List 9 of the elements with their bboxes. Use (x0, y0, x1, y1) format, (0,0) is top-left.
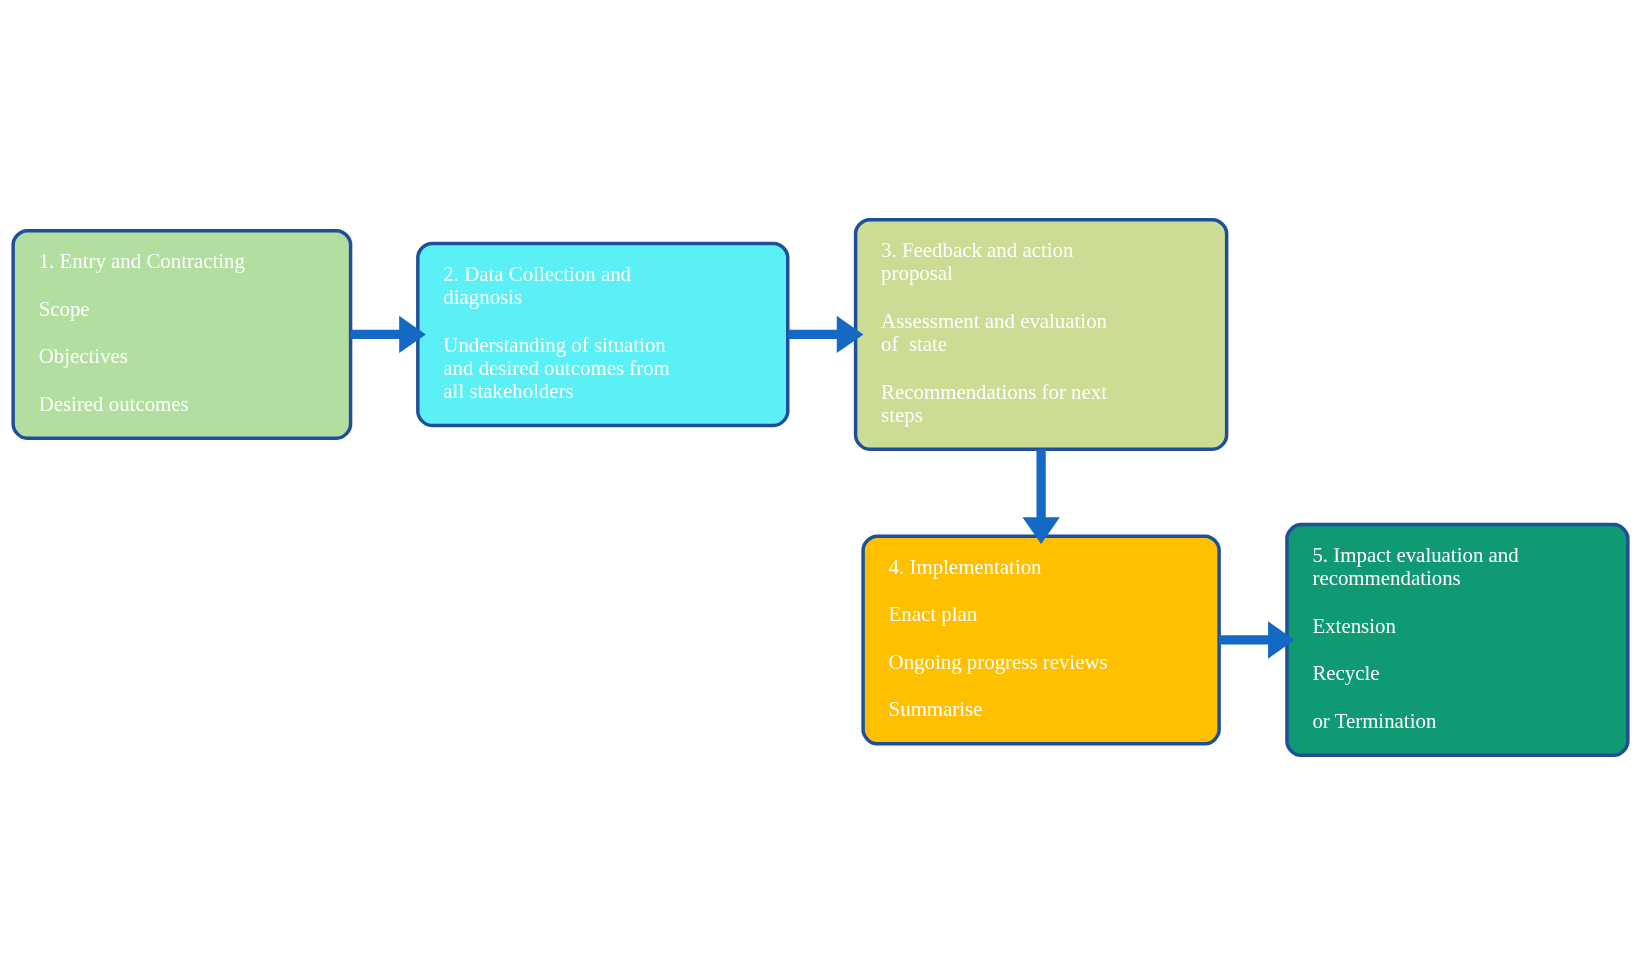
node-box: 4. Implementation Enact plan Ongoing progress reviews Summarise (861, 533, 1221, 745)
node-box: 1. Entry and Contracting Scope Objectives Desired outcomes (11, 228, 353, 440)
arrow (350, 315, 426, 353)
node-box: 3. Feedback and action proposal Assessment and evaluation of state Recommendations for next steps (853, 217, 1229, 451)
node-box: 2. Data Collection and diagnosis Understanding of situation and desired outcomes from all stakeholders (416, 241, 790, 427)
arrow (1022, 448, 1060, 544)
node-box: 5. Impact evaluation and recommendations Extension Recycle or Termination (1285, 522, 1630, 757)
arrow (1219, 620, 1295, 659)
arrow (788, 315, 864, 353)
